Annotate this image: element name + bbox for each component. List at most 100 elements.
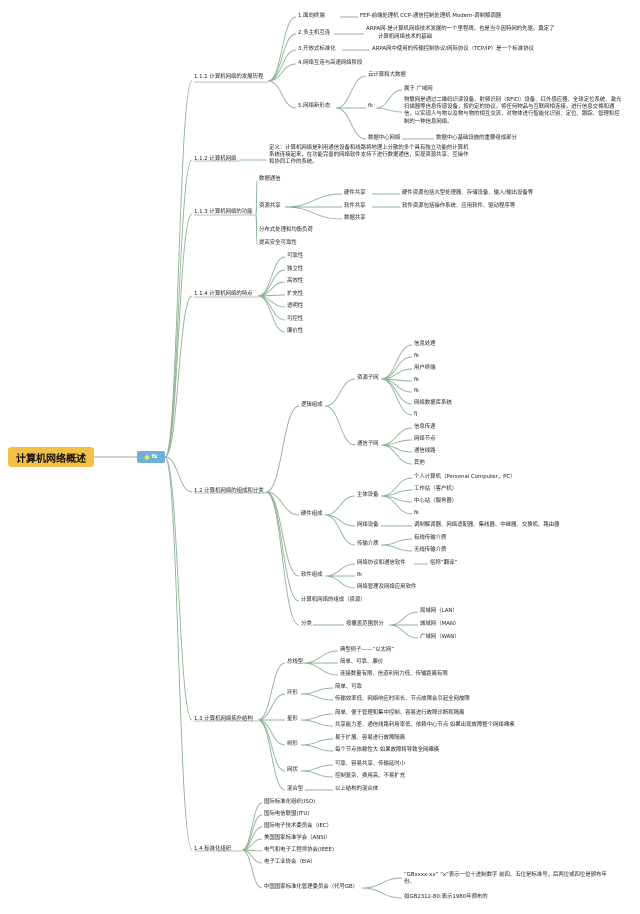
fk-node[interactable]: fk (357, 572, 363, 578)
bus-topology[interactable]: 总线型 (287, 659, 304, 665)
comm-item[interactable]: 通信线路 (414, 448, 436, 454)
res-item[interactable]: fj (414, 411, 418, 417)
org-item[interactable]: 美国国家标准学会（ANSI） (264, 835, 331, 841)
resource-sharing[interactable]: 资源共享 (259, 203, 281, 209)
cloud-bigdata[interactable]: 云计算和大数据 (368, 72, 406, 78)
topic-1-1-3[interactable]: 1.1.3 计算机网络的功能 (194, 209, 253, 215)
data-comm[interactable]: 数据通信 (259, 176, 281, 182)
hardware-composition[interactable]: 硬件组成 (301, 511, 323, 517)
topic-1-1-2[interactable]: 1.1.2 计算机网络 (194, 156, 237, 162)
feature-item[interactable]: 可控性 (287, 316, 304, 322)
res-item[interactable]: 网络数据库系统 (414, 400, 452, 406)
root-topic[interactable]: 计算机网络概述 (8, 447, 94, 467)
wan[interactable]: 广域网（WAN） (420, 634, 460, 640)
wireless-media[interactable]: 无线传输介质 (414, 547, 447, 553)
fk-node[interactable]: fk (368, 103, 374, 109)
hub-node[interactable]: ● fk (137, 451, 165, 463)
feature-item[interactable]: 高效性 (287, 278, 304, 284)
topic-1-1-4[interactable]: 1.1.4 计算机网络的特点 (194, 291, 253, 297)
ring-topology[interactable]: 环形 (287, 690, 298, 696)
connector-100 (361, 877, 403, 889)
bus-item: 连接数量有限、信道利用力低、传输距离有限 (340, 671, 448, 677)
host-item[interactable]: fk (414, 510, 420, 516)
datacenter[interactable]: 数据中心网络 (368, 135, 401, 141)
data-sharing[interactable]: 数据共享 (344, 215, 366, 221)
classification[interactable]: 分类 (301, 621, 312, 627)
composition-resource[interactable]: 计算机网络的组成（资源） (301, 597, 366, 603)
man[interactable]: 城域网（MAN） (420, 621, 460, 627)
topic-1-4[interactable]: 1.4 标准化组织 (194, 846, 232, 852)
gb-committee[interactable]: 中国国家标准化管理委员会（代号GB） (264, 884, 359, 890)
feature-item[interactable]: 独立性 (287, 266, 304, 272)
connector-19 (375, 89, 403, 109)
host-item[interactable]: 中心站（服务器） (414, 498, 458, 504)
stage-2[interactable]: 2.多主机互连 (298, 30, 331, 36)
comm-subnet[interactable]: 通信子网 (357, 441, 379, 447)
connector-39 (265, 405, 300, 493)
host-device[interactable]: 主体设备 (357, 492, 379, 498)
stage-4[interactable]: 4.网络互连与高速网络阶段 (298, 60, 363, 66)
topic-1-2[interactable]: 1.2 计算机网络的组成和分类 (194, 488, 264, 494)
resource-subnet[interactable]: 资源子网 (357, 375, 379, 381)
software-composition[interactable]: 软件组成 (301, 572, 323, 578)
res-item[interactable]: fk (414, 388, 420, 394)
feature-item[interactable]: 扩充性 (287, 291, 304, 297)
by-coverage[interactable]: 按覆盖范围划分 (346, 621, 384, 627)
res-item[interactable]: fk (414, 377, 420, 383)
connector-75 (257, 662, 286, 721)
tree-item: 每个节点依赖性大 如果故障将导致全网瘫痪 (335, 747, 440, 753)
reliability[interactable]: 提高安全可靠性 (259, 240, 297, 246)
org-item[interactable]: 国际电信联盟(ITU) (264, 811, 310, 817)
res-item[interactable]: 信息处理 (414, 341, 436, 347)
stage-5[interactable]: 5.网络新形态 (298, 103, 331, 109)
connector-88 (300, 738, 334, 746)
org-item[interactable]: 电子工业协会（EIA） (264, 859, 316, 865)
connector-85 (300, 693, 334, 701)
comm-item[interactable]: 其他 (414, 460, 425, 466)
sw-sharing[interactable]: 软件共享 (344, 203, 366, 209)
org-item[interactable]: 电气和电子工程师协会(IEEE) (264, 847, 334, 853)
network-device[interactable]: 网络设备 (357, 522, 379, 528)
connector-89 (300, 744, 334, 752)
connector-79 (257, 719, 286, 772)
res-item[interactable]: 用户终端 (414, 365, 436, 371)
mesh-item: 控制复杂、费用高、不易扩充 (335, 773, 406, 779)
network-definition: 定义：计算机网络是利用通信设备和线路将地理上分散的多个具有独立功能的计算机系统连… (269, 145, 469, 166)
hw-sharing[interactable]: 硬件共享 (344, 190, 366, 196)
connector-83 (302, 662, 339, 676)
connector-4 (164, 295, 193, 458)
bus-item: 典型例子——“以太网” (340, 647, 395, 653)
protocol-software[interactable]: 网络协议和通信软件 (357, 560, 406, 566)
connector-41 (265, 491, 300, 577)
iot-wan[interactable]: 属于 广域网 (404, 86, 433, 92)
feature-item[interactable]: 透明性 (287, 303, 304, 309)
mesh-topology[interactable]: 网状 (287, 767, 298, 773)
host-item[interactable]: 工作站（客户机） (414, 486, 458, 492)
comm-item[interactable]: 信息传递 (414, 424, 436, 430)
topic-1-3[interactable]: 1.3 计算机网络拓扑结构 (194, 716, 253, 722)
topic-1-1-1[interactable]: 1.1.1 计算机网络的发展历程 (194, 74, 264, 80)
stage-3[interactable]: 3.开放式标准化 (298, 46, 336, 52)
network-mgmt[interactable]: 网络管理及网络应用软件 (357, 584, 417, 590)
org-item[interactable]: 国际标准化组织(ISO) (264, 799, 316, 805)
distributed[interactable]: 分布式处理和均衡负荷 (259, 227, 313, 233)
tree-topology[interactable]: 树形 (287, 741, 298, 747)
connector-25 (255, 213, 258, 245)
connector-72 (388, 611, 419, 626)
host-item[interactable]: 个人计算机（Personal Computer，PC） (414, 474, 516, 480)
org-item[interactable]: 国际电子技术委员会（IEC） (264, 823, 333, 829)
lan[interactable]: 局域网（LAN） (420, 608, 458, 614)
star-topology[interactable]: 星形 (287, 716, 298, 722)
comm-item[interactable]: 网络节点 (414, 436, 436, 442)
logical-composition[interactable]: 逻辑组成 (301, 402, 323, 408)
feature-item[interactable]: 廉价性 (287, 328, 304, 334)
connector-101 (361, 887, 403, 899)
res-item[interactable]: fk (414, 353, 420, 359)
transmission-media[interactable]: 传输介质 (357, 541, 379, 547)
feature-item[interactable]: 可靠性 (287, 253, 304, 259)
hybrid-topology[interactable]: 混合型 (287, 786, 304, 792)
wired-media[interactable]: 有线传输介质 (414, 535, 447, 541)
hub-label: fk (151, 454, 158, 460)
connector-99 (241, 849, 263, 889)
stage-1[interactable]: 1.面向终端 (298, 13, 325, 19)
